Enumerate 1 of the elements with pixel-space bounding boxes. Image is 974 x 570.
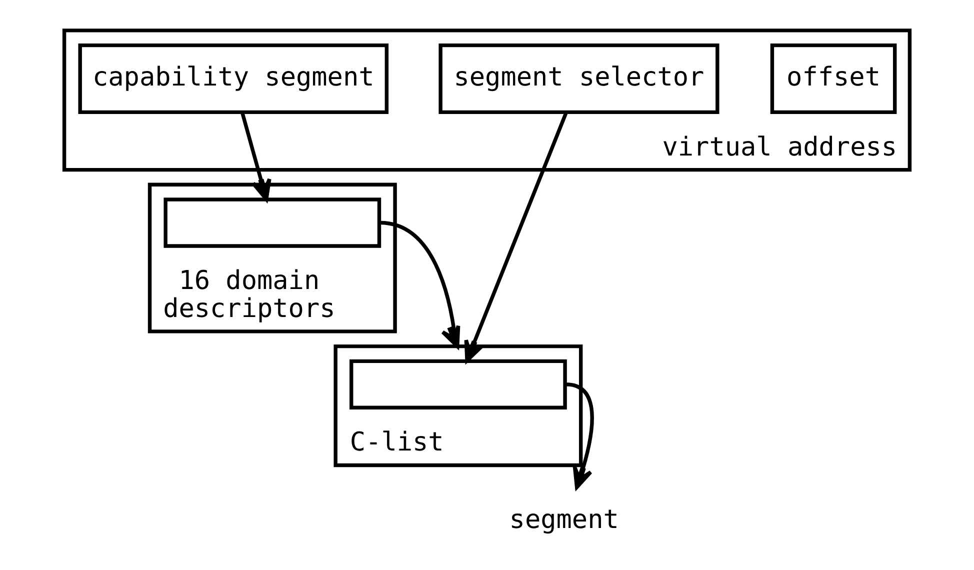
node-text: segment <box>509 504 619 535</box>
